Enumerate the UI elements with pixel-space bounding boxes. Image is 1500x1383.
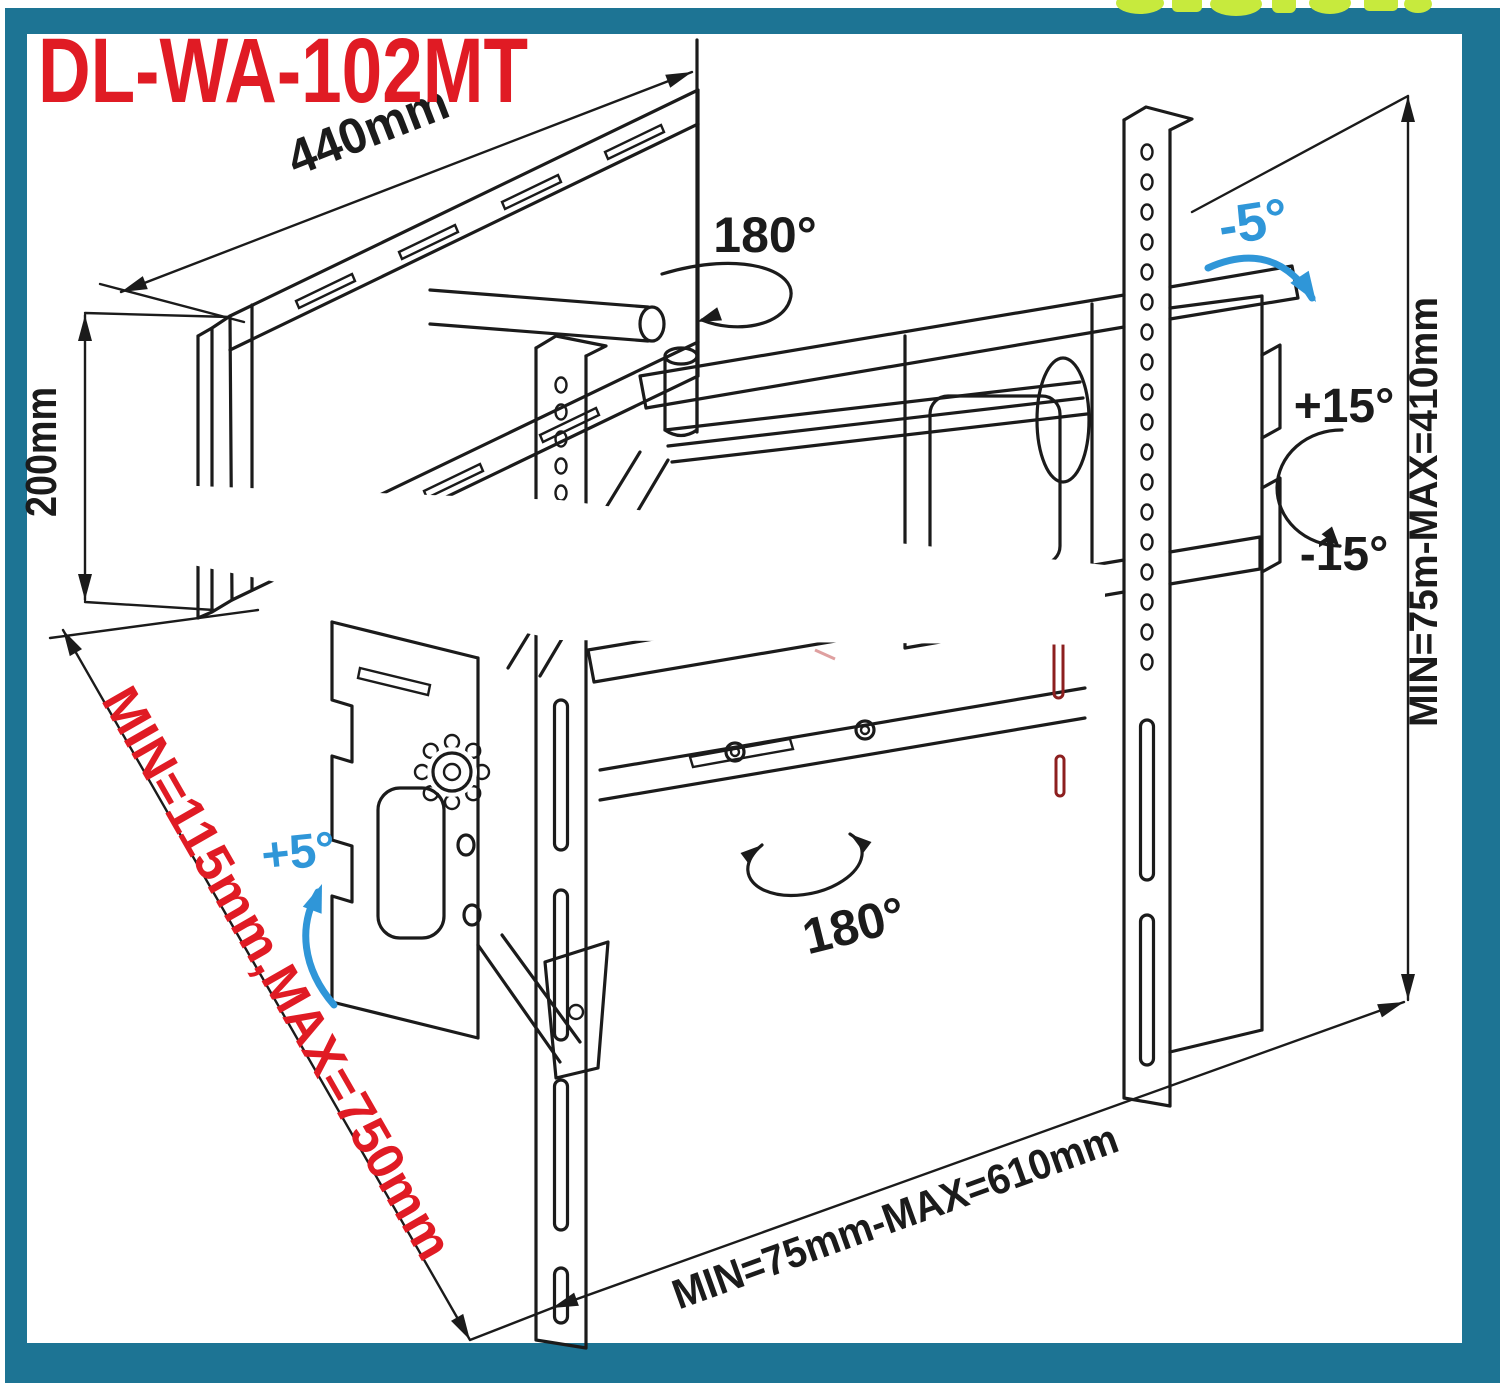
- rail-hook: [1035, 356, 1091, 484]
- tilt-preset-down-annotation: -5°: [1204, 187, 1316, 302]
- label-tilt-preset-up: +5°: [259, 822, 338, 882]
- blue-arrow-icon: [1290, 270, 1316, 302]
- arrow-up-left-icon: [63, 630, 82, 657]
- tilt-arc-arrow-icon: [1321, 526, 1340, 548]
- arrow-left-icon: [552, 1292, 579, 1308]
- arrow-right-icon: [665, 72, 692, 88]
- dimension-vertical-range: MIN=75m-MAX=410mm: [1190, 94, 1446, 1002]
- arrow-up-icon: [78, 315, 92, 341]
- rail-holes-right: [1140, 143, 1154, 671]
- arrow-down-icon: [1401, 974, 1415, 1000]
- arrow-up-icon: [1401, 96, 1415, 122]
- rotation-arrow-icon: [697, 307, 722, 322]
- tilt-bracket: [330, 620, 610, 1080]
- arrow-down-icon: [78, 574, 92, 600]
- label-plate-height: 200mm: [17, 387, 66, 517]
- page-title: DL-WA-102MT: [38, 20, 528, 122]
- top-cropped-text-highlight: [1116, 0, 1432, 16]
- label-right-vertical-range: MIN=75m-MAX=410mm: [1402, 297, 1446, 727]
- label-tilt-preset-down: -5°: [1214, 187, 1292, 257]
- label-swivel-top: 180°: [713, 207, 816, 263]
- tilt-range-annotation: +15° -15°: [1275, 380, 1395, 581]
- arrow-right-icon: [1377, 1002, 1404, 1018]
- right-wing-panel: [1168, 294, 1282, 1054]
- arrow-down-right-icon: [451, 1313, 470, 1340]
- arm-joint-cap: [638, 305, 666, 343]
- swivel-top-annotation: 180°: [660, 207, 817, 329]
- label-tilt-max-down: -15°: [1300, 528, 1389, 581]
- tv-rail-right: [1122, 105, 1194, 1108]
- blue-arrow-icon: [302, 884, 322, 914]
- rotation-arrow-icon: [850, 834, 872, 853]
- label-tilt-max-up: +15°: [1294, 380, 1395, 433]
- adjustment-knob: [413, 733, 491, 811]
- white-smear: [95, 482, 1105, 645]
- tilt-preset-up-annotation: +5°: [259, 822, 338, 1009]
- arrow-left-icon: [121, 276, 148, 292]
- rotation-arrow-icon: [740, 845, 762, 864]
- arm-beam: [663, 380, 1089, 464]
- dimension-200: 200mm: [17, 311, 232, 612]
